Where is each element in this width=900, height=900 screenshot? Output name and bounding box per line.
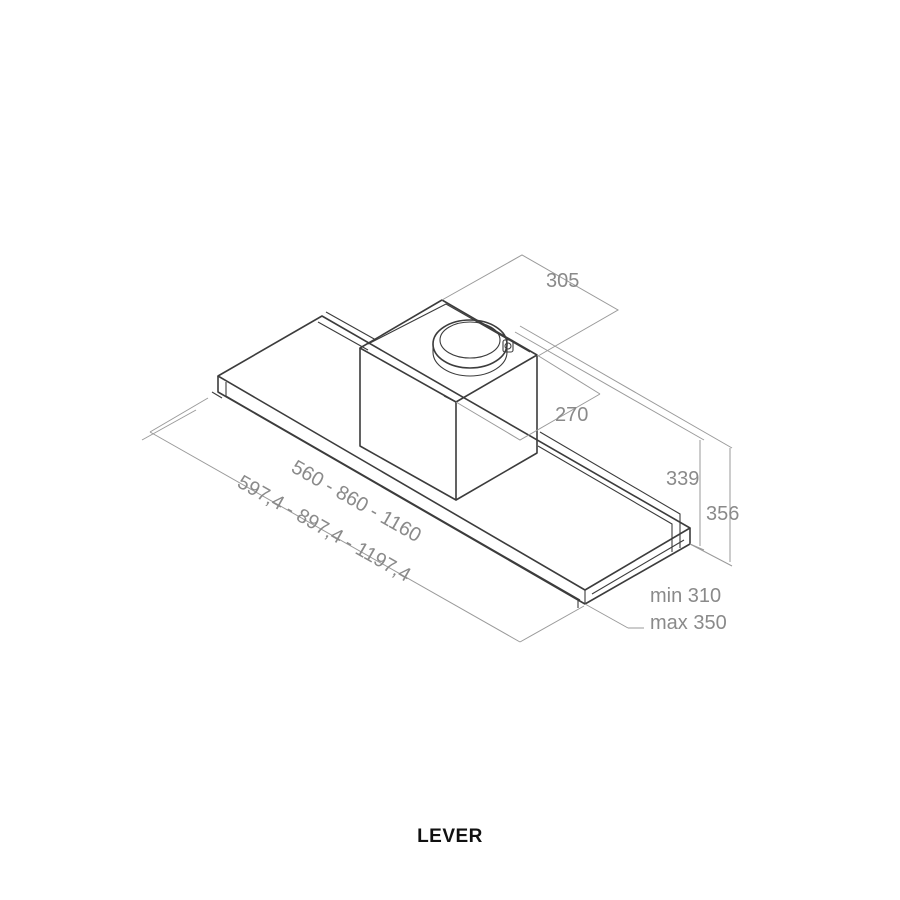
dim-total-height: 356 [706,503,739,525]
dim-motor-height: 339 [666,468,699,490]
dimension-lines [141,254,733,643]
dim-depth-max: max 350 [650,612,727,634]
motor-housing [359,299,538,501]
dim-outlet-width: 305 [546,270,579,292]
dim-inner-widths: 560 - 860 - 1160 [288,456,425,547]
canopy-tray [211,311,691,608]
dim-depth-min: min 310 [650,585,721,607]
dim-motor-depth: 270 [555,404,588,426]
air-outlet [432,319,514,377]
product-name: LEVER [417,826,483,847]
